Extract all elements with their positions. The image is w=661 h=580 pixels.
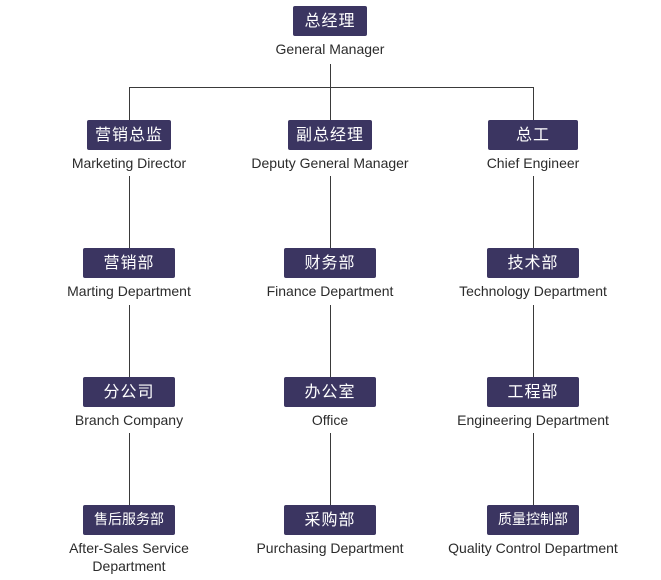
node-office-en: Office <box>311 412 349 428</box>
node-office-zh: 办公室 <box>284 377 376 407</box>
node-general-manager-en: General Manager <box>275 41 385 57</box>
node-marketing-department-zh: 营销部 <box>83 248 175 278</box>
node-quality-control-department: 质量控制部 Quality Control Department <box>418 505 648 557</box>
node-marketing-director: 营销总监 Marketing Director <box>29 120 229 172</box>
node-purchasing-department-zh: 采购部 <box>284 505 376 535</box>
node-office: 办公室 Office <box>230 377 430 429</box>
node-chief-engineer-zh: 总工 <box>488 120 578 150</box>
node-marketing-director-en: Marketing Director <box>71 155 187 171</box>
node-technology-department-zh: 技术部 <box>487 248 579 278</box>
node-branch-company: 分公司 Branch Company <box>29 377 229 429</box>
node-after-sales-department: 售后服务部 After-Sales Service Department <box>29 505 229 575</box>
node-after-sales-department-en: After-Sales Service Department <box>69 540 189 574</box>
node-after-sales-department-zh: 售后服务部 <box>83 505 175 535</box>
connector-mid-1 <box>330 176 331 248</box>
node-chief-engineer: 总工 Chief Engineer <box>433 120 633 172</box>
connector-left-3 <box>129 433 130 505</box>
node-branch-company-zh: 分公司 <box>83 377 175 407</box>
node-engineering-department: 工程部 Engineering Department <box>433 377 633 429</box>
node-technology-department: 技术部 Technology Department <box>433 248 633 300</box>
node-marketing-department-en: Marting Department <box>67 283 191 299</box>
node-engineering-department-zh: 工程部 <box>487 377 579 407</box>
node-finance-department: 财务部 Finance Department <box>230 248 430 300</box>
connector-mid-3 <box>330 433 331 505</box>
node-quality-control-department-zh: 质量控制部 <box>487 505 579 535</box>
connector-horizontal <box>129 87 533 88</box>
connector-mid-2 <box>330 305 331 377</box>
connector-right-2 <box>533 305 534 377</box>
node-deputy-general-manager-zh: 副总经理 <box>287 120 372 150</box>
node-general-manager: 总经理 General Manager <box>230 6 430 58</box>
node-marketing-department: 营销部 Marting Department <box>29 248 229 300</box>
node-finance-department-en: Finance Department <box>266 283 394 299</box>
node-marketing-director-zh: 营销总监 <box>86 120 171 150</box>
node-finance-department-zh: 财务部 <box>284 248 376 278</box>
node-purchasing-department-en: Purchasing Department <box>256 540 404 556</box>
node-purchasing-department: 采购部 Purchasing Department <box>230 505 430 557</box>
connector-right-1 <box>533 176 534 248</box>
connector-right-drop <box>533 87 534 120</box>
node-quality-control-department-en: Quality Control Department <box>448 540 618 556</box>
node-chief-engineer-en: Chief Engineer <box>486 155 580 171</box>
node-branch-company-en: Branch Company <box>74 412 184 428</box>
node-deputy-general-manager: 副总经理 Deputy General Manager <box>230 120 430 172</box>
connector-left-drop <box>129 87 130 120</box>
connector-right-3 <box>533 433 534 505</box>
connector-left-2 <box>129 305 130 377</box>
node-technology-department-en: Technology Department <box>459 283 607 299</box>
node-general-manager-zh: 总经理 <box>293 6 367 36</box>
connector-left-1 <box>129 176 130 248</box>
node-deputy-general-manager-en: Deputy General Manager <box>251 155 409 171</box>
connector-root-down <box>330 64 331 120</box>
node-engineering-department-en: Engineering Department <box>457 412 609 428</box>
